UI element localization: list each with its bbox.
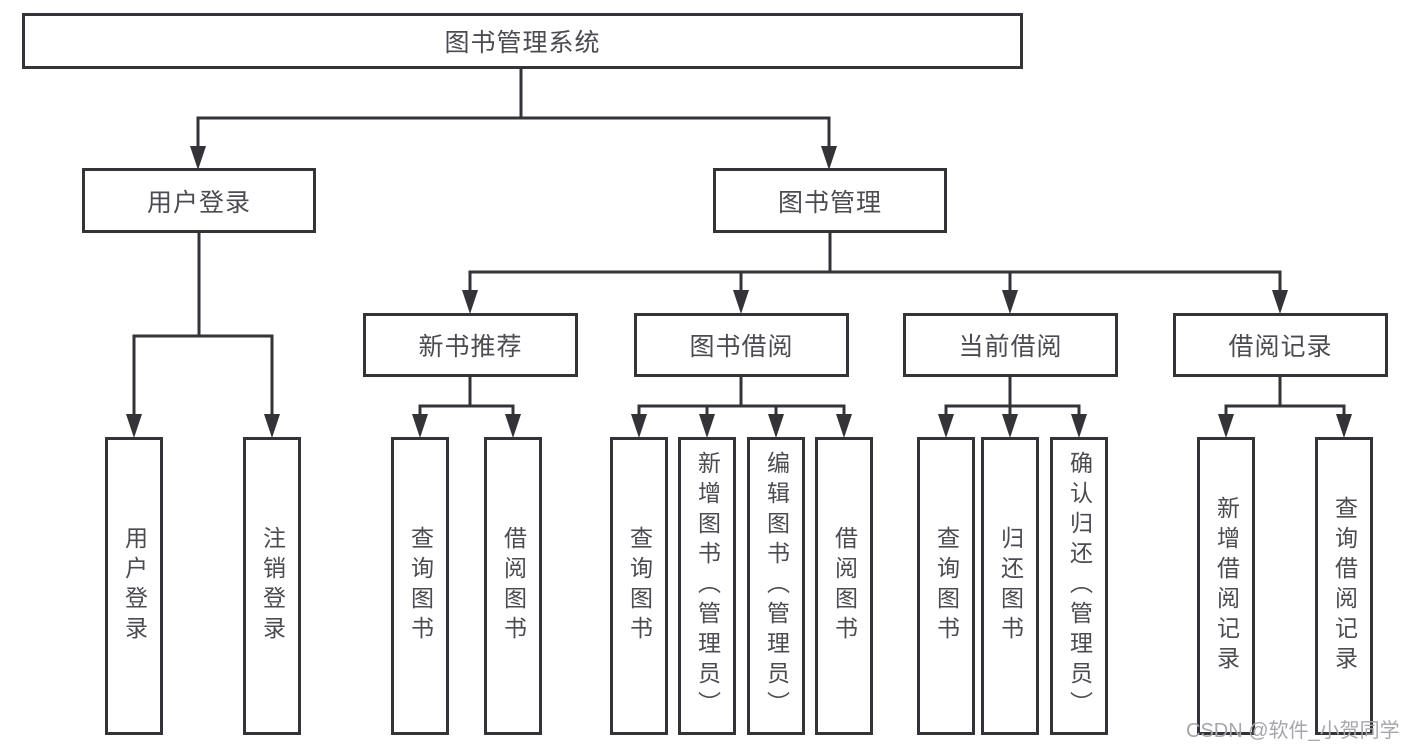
leaf-current-return-books-label: 归还图书 <box>997 526 1024 646</box>
leaf-current-confirm-return-admin: 确认归还（管理员） <box>1050 437 1108 735</box>
node-new-book-recommend-label: 新书推荐 <box>418 333 523 361</box>
node-current-borrow-label: 当前借阅 <box>958 333 1063 361</box>
leaf-record-add-borrow-record-label: 新增借阅记录 <box>1213 496 1240 676</box>
leaf-user-login: 用户登录 <box>105 437 163 735</box>
leaf-borrow-edit-books-admin-label: 编辑图书（管理员） <box>763 451 790 721</box>
leaf-logout-label: 注销登录 <box>259 526 286 646</box>
node-book-management: 图书管理 <box>713 168 947 233</box>
leaf-recommend-borrow-books: 借阅图书 <box>484 437 542 735</box>
leaf-borrow-query-books-label: 查询图书 <box>626 526 653 646</box>
leaf-current-query-books: 查询图书 <box>917 437 975 735</box>
node-book-borrow: 图书借阅 <box>634 313 849 377</box>
leaf-current-return-books: 归还图书 <box>981 437 1039 735</box>
leaf-recommend-query-books-label: 查询图书 <box>407 526 434 646</box>
leaf-borrow-edit-books-admin: 编辑图书（管理员） <box>747 437 805 735</box>
csdn-watermark: CSDN @软件_小贺同学 <box>1186 720 1400 742</box>
leaf-current-query-books-label: 查询图书 <box>933 526 960 646</box>
node-current-borrow: 当前借阅 <box>903 313 1118 377</box>
leaf-record-query-borrow-record-label: 查询借阅记录 <box>1331 496 1358 676</box>
node-book-borrow-label: 图书借阅 <box>689 333 794 361</box>
leaf-recommend-borrow-books-label: 借阅图书 <box>500 526 527 646</box>
leaf-current-confirm-return-admin-label: 确认归还（管理员） <box>1066 451 1093 721</box>
node-user-login: 用户登录 <box>82 168 316 233</box>
leaf-record-query-borrow-record: 查询借阅记录 <box>1315 437 1373 735</box>
leaf-borrow-borrow-books: 借阅图书 <box>815 437 873 735</box>
node-new-book-recommend: 新书推荐 <box>363 313 578 377</box>
leaf-borrow-borrow-books-label: 借阅图书 <box>831 526 858 646</box>
node-root: 图书管理系统 <box>22 13 1023 69</box>
leaf-borrow-query-books: 查询图书 <box>610 437 668 735</box>
leaf-recommend-query-books: 查询图书 <box>391 437 449 735</box>
leaf-user-login-label: 用户登录 <box>121 526 148 646</box>
node-root-label: 图书管理系统 <box>444 29 601 57</box>
node-borrow-record-label: 借阅记录 <box>1228 333 1333 361</box>
leaf-borrow-add-books-admin-label: 新增图书（管理员） <box>694 451 721 721</box>
arrowheads <box>126 146 1352 438</box>
leaf-logout: 注销登录 <box>243 437 301 735</box>
node-borrow-record: 借阅记录 <box>1173 313 1388 377</box>
node-user-login-label: 用户登录 <box>146 188 251 217</box>
node-book-management-label: 图书管理 <box>777 188 882 217</box>
leaf-record-add-borrow-record: 新增借阅记录 <box>1197 437 1255 735</box>
leaf-borrow-add-books-admin: 新增图书（管理员） <box>678 437 736 735</box>
